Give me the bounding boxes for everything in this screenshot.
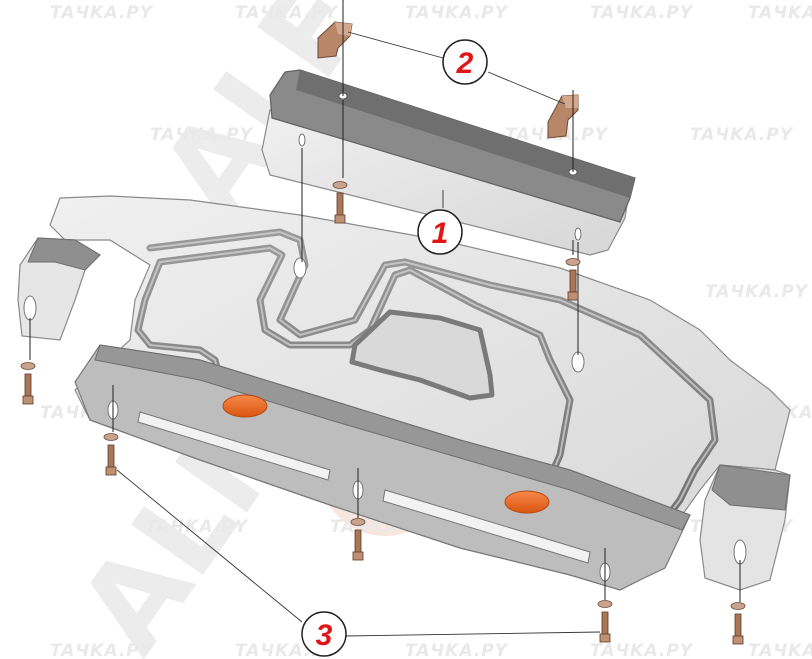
left-ear-hole: [23, 295, 37, 321]
front-slot-right: [382, 489, 591, 564]
watermark-text: TAЧKA.PY: [705, 282, 809, 302]
rubber-pad-right: [504, 490, 550, 514]
inner-emboss-pocket: [349, 309, 495, 401]
bolt-assembly: [597, 600, 613, 643]
plate1-hole-left: [298, 133, 306, 147]
callout-leader-3a: [116, 469, 303, 623]
watermark-text: TAЧKA.PY: [50, 3, 154, 23]
watermark-text: TAЧKA.PY: [405, 3, 509, 23]
watermark-text: TAЧKA.PY: [748, 641, 812, 659]
main-skid-plate: [17, 195, 791, 591]
bolt-assembly: [332, 181, 348, 224]
callout-2: 2: [442, 39, 488, 85]
watermark-text: TAЧKA.PY: [150, 125, 254, 145]
watermark-text: TAЧKA.PY: [145, 517, 249, 537]
callout-2-label: 2: [456, 47, 474, 80]
bolt-assembly: [20, 362, 36, 405]
front-lip-bend: [94, 344, 691, 531]
watermark-text: TAЧKA.PY: [690, 125, 794, 145]
front-slot-left: [137, 411, 331, 481]
bolt-assembly: [565, 258, 581, 301]
plate-right-ear-bend: [711, 464, 791, 511]
callout-3-label: 3: [316, 619, 333, 652]
watermark-text: TAЧKA.PY: [590, 641, 694, 659]
part-1-reinforcement-plate: [261, 69, 636, 256]
callout-leader-3b: [345, 631, 601, 637]
callout-leaders: [116, 31, 601, 637]
callout-1-label: 1: [432, 217, 449, 250]
watermark-text: TAЧKA.PY: [50, 641, 154, 659]
plate-left-ear-bend: [27, 237, 101, 271]
plate1-hole-right: [574, 227, 582, 241]
watermark-text: TAЧKA.PY: [590, 3, 694, 23]
plate-hole-upper-left: [293, 257, 307, 279]
watermark-text: TAЧKA.PY: [405, 641, 509, 659]
bolt-assembly: [103, 433, 119, 476]
bolt-assembly: [350, 518, 366, 561]
callout-3: 3: [301, 611, 347, 657]
bolt-assembly: [730, 602, 746, 645]
callout-1: 1: [417, 209, 463, 255]
fasteners: [20, 181, 746, 645]
watermark-text: TAЧKA.PY: [235, 3, 339, 23]
callout-leader-2b: [487, 71, 566, 105]
rubber-pad-left: [222, 394, 268, 418]
watermark-text: TAЧKA.PY: [748, 3, 812, 23]
callout-leader-2a: [347, 31, 444, 59]
